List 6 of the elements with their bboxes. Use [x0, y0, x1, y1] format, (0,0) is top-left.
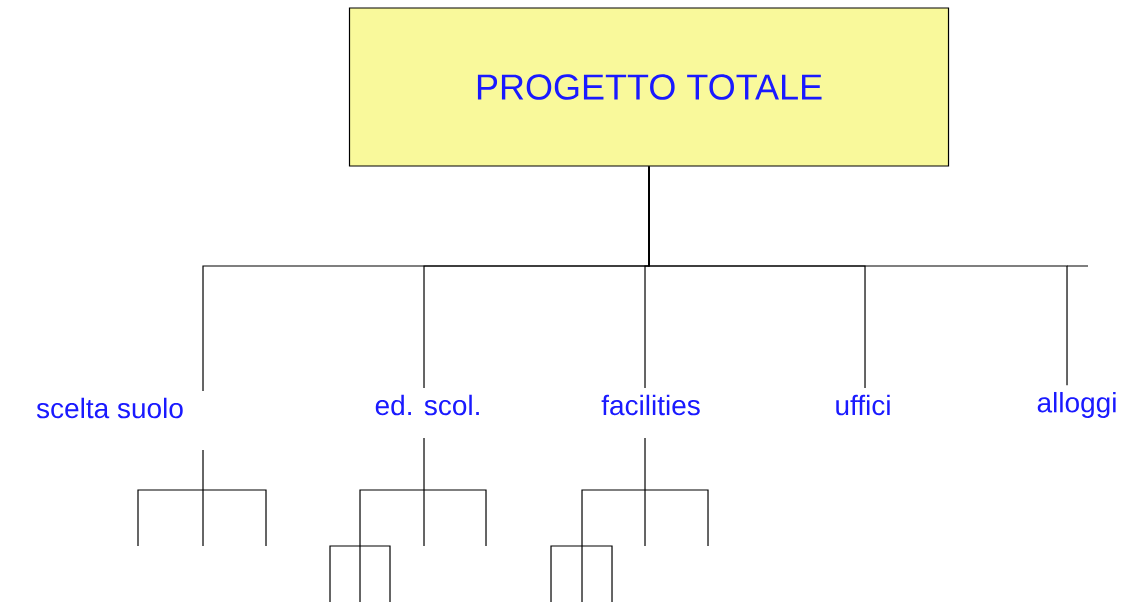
title-box: PROGETTO TOTALE — [348, 7, 950, 167]
branch-label: uffici — [836, 394, 890, 416]
branch-label: ed. scol. — [375, 394, 479, 416]
branch-label: facilities — [601, 394, 700, 416]
branch-label: scelta suolo — [36, 397, 183, 419]
branch-label: alloggi — [1037, 391, 1116, 419]
